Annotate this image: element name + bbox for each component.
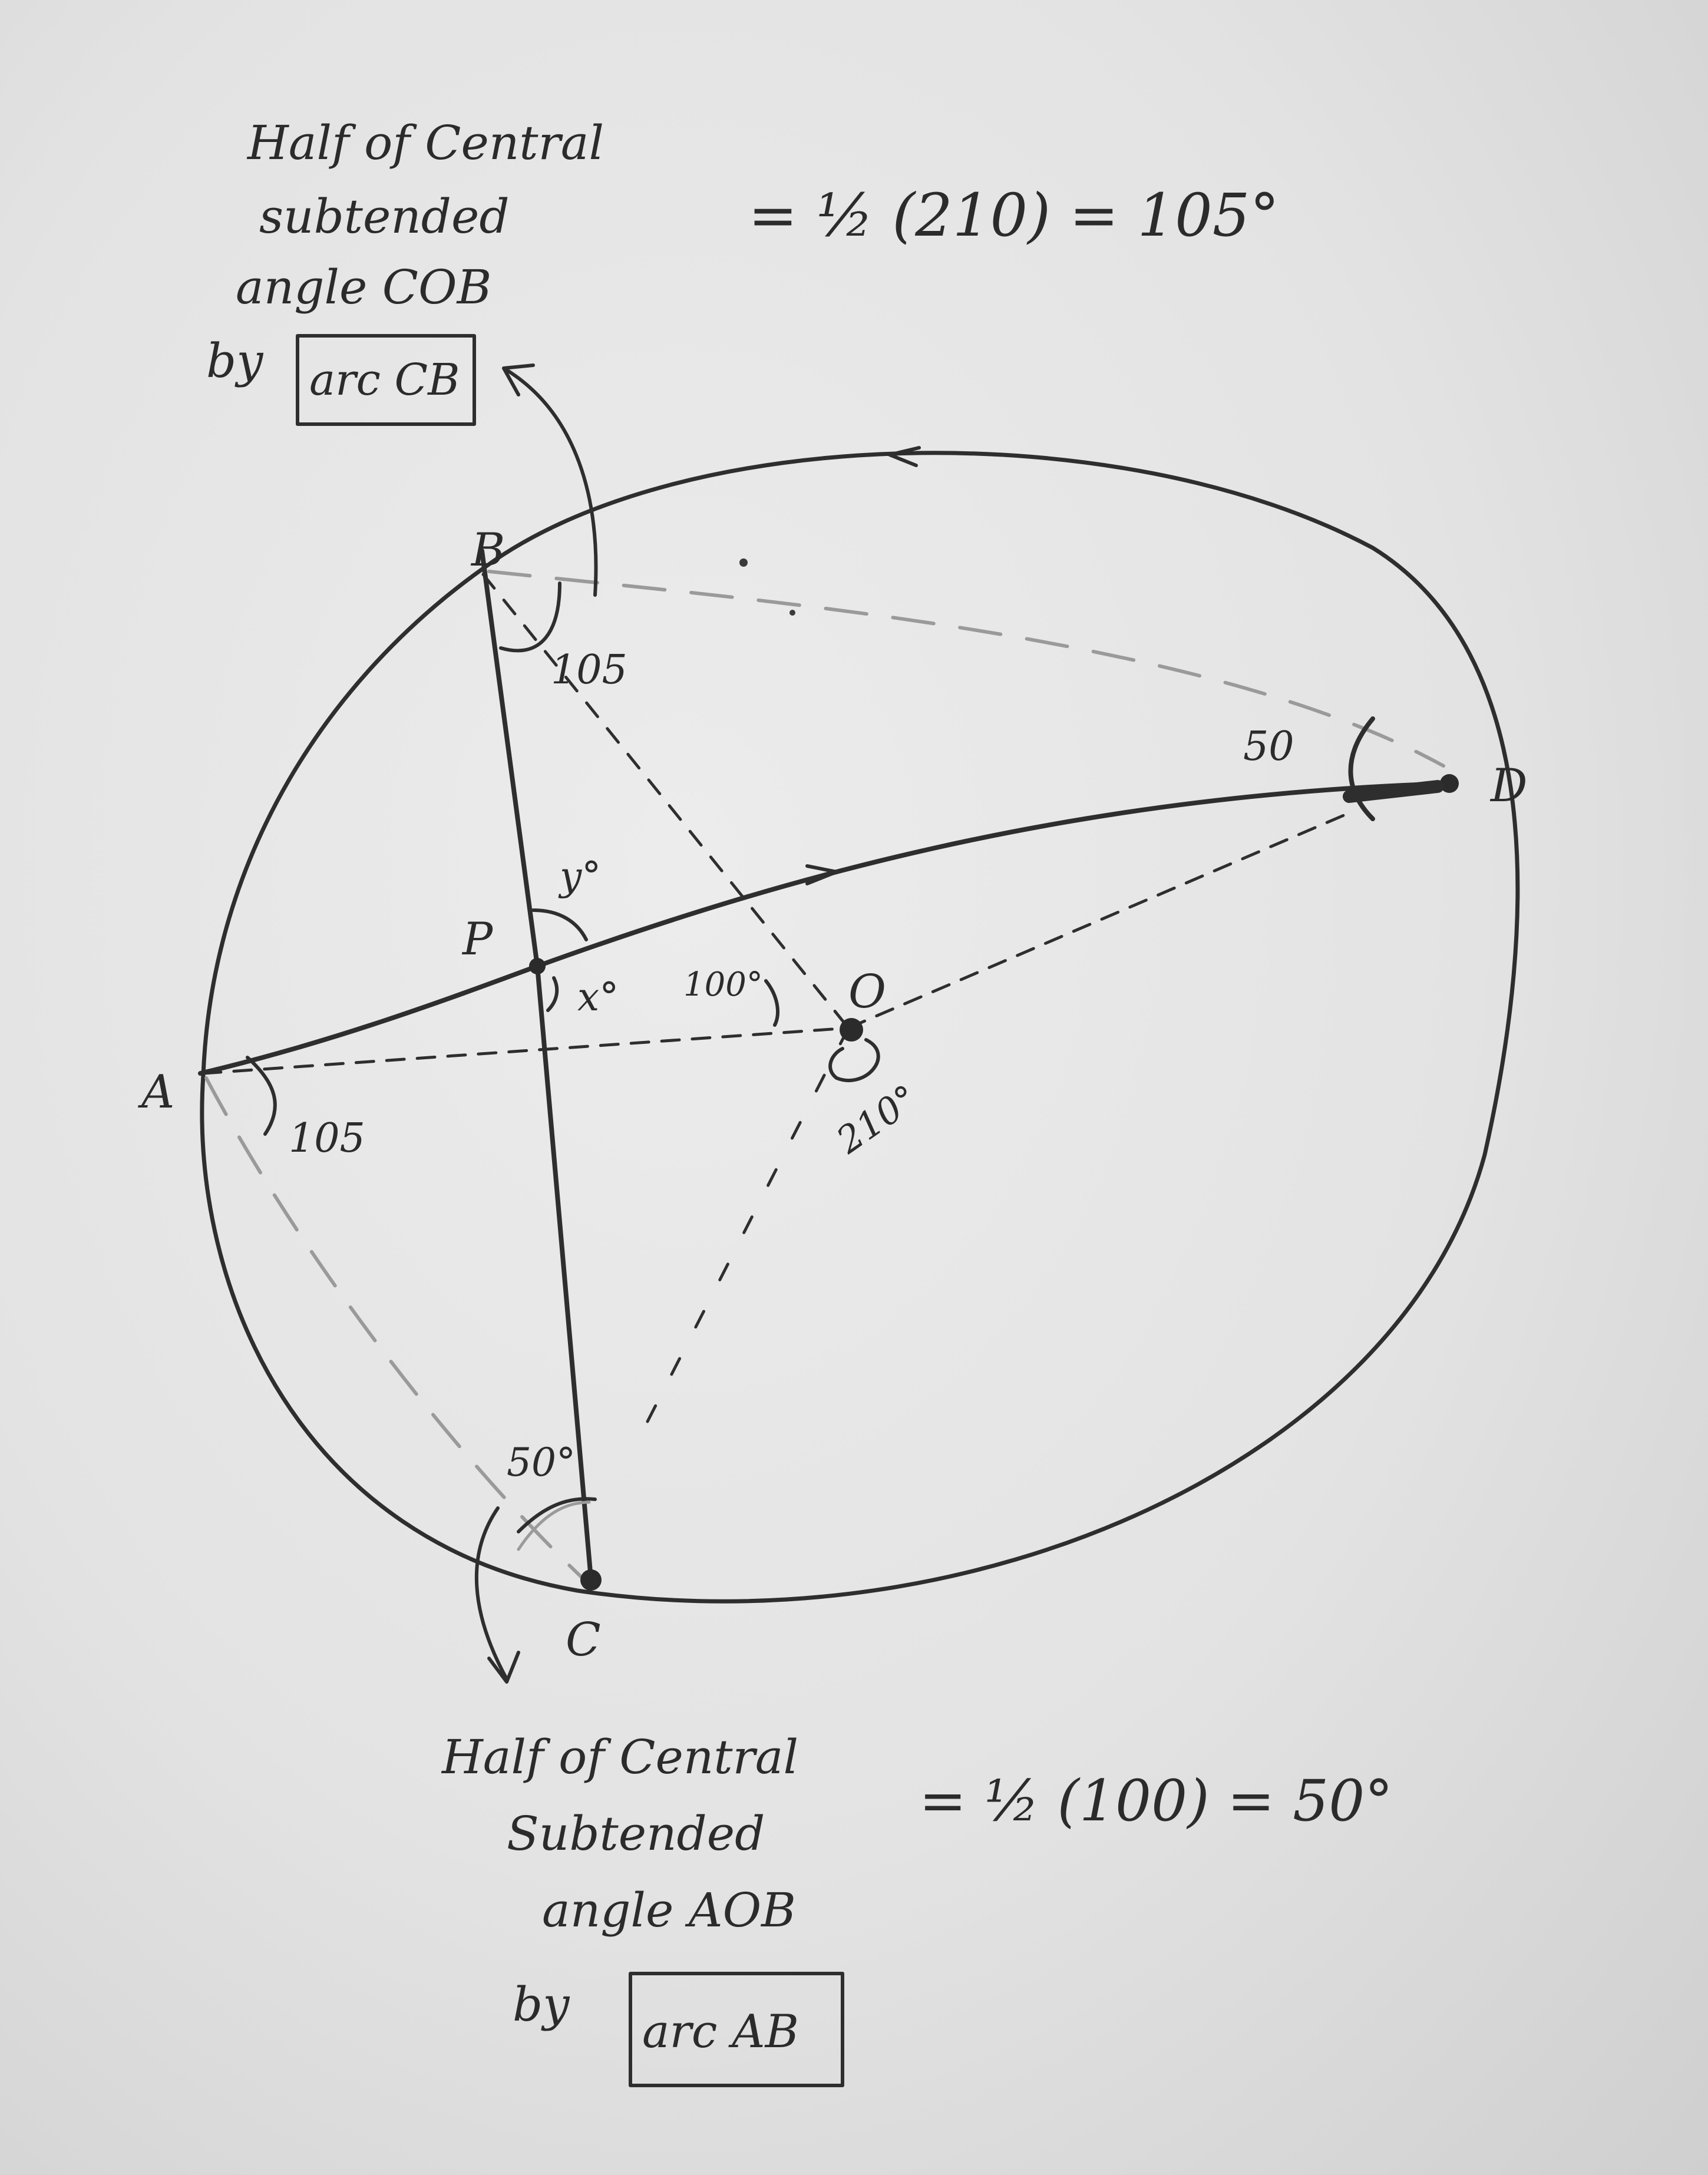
stray-dot-1 <box>739 558 748 567</box>
bottom-note-line-2: Subtended <box>507 1806 765 1861</box>
bottom-arrow-head <box>487 1651 520 1684</box>
top-note-line-3: angle COB <box>236 260 491 315</box>
point-p <box>529 958 546 974</box>
angle-arc-y <box>531 908 588 941</box>
bottom-note-line-4: by <box>513 1977 570 2032</box>
point-d <box>1440 774 1459 793</box>
label-c: C <box>566 1614 601 1667</box>
angle-arc-a <box>246 1056 277 1136</box>
circle <box>200 451 1520 1604</box>
bottom-note: Half of Central Subtended angle AOB by a… <box>441 1730 1393 2087</box>
angle-arc-aob <box>764 979 779 1027</box>
bottom-note-line-1: Half of Central <box>441 1730 798 1784</box>
top-note-equation: = ½ (210) = 105° <box>748 181 1279 250</box>
top-arrow <box>502 366 598 597</box>
dashed-bd <box>487 570 1445 768</box>
bottom-note-boxed: arc AB <box>642 2005 799 2058</box>
angle-label-d: 50 <box>1243 723 1294 770</box>
dashed-dc-hint <box>517 1500 591 1551</box>
angle-label-a: 105 <box>289 1115 365 1162</box>
top-note-box <box>296 334 476 426</box>
dashed-od <box>847 811 1351 1030</box>
angle-arc-d <box>1348 716 1375 821</box>
label-a: A <box>138 1066 174 1119</box>
top-note-boxed: arc CB <box>309 355 460 405</box>
angle-label-c: 50° <box>507 1440 576 1485</box>
chord-ad-arrow <box>805 864 838 885</box>
top-note: Half of Central subtended angle COB by a… <box>206 115 1279 426</box>
stray-dot-2 <box>789 610 795 616</box>
label-b: B <box>470 524 505 577</box>
label-o: O <box>848 966 886 1019</box>
angle-label-b: 105 <box>551 647 627 693</box>
dashed-ao <box>201 1026 850 1075</box>
top-note-line-4: by <box>206 333 264 388</box>
top-note-line-1: Half of Central <box>246 115 604 170</box>
bottom-note-box <box>629 1972 844 2087</box>
angle-arc-c <box>517 1497 597 1533</box>
label-p: P <box>461 913 494 965</box>
dashed-ac <box>204 1076 585 1581</box>
point-o <box>840 1018 863 1042</box>
angle-arc-x <box>546 976 559 1012</box>
chord-ad <box>198 781 1452 1076</box>
angle-label-y: y° <box>558 854 601 899</box>
angle-label-reflex: 210° <box>828 1076 926 1162</box>
label-d: D <box>1489 759 1528 812</box>
point-d-mark <box>1343 780 1444 803</box>
top-arrow-head <box>502 363 535 396</box>
bottom-note-line-3: angle AOB <box>542 1883 796 1938</box>
dashed-oc <box>632 1026 850 1451</box>
top-note-line-2: subtended <box>259 189 510 244</box>
bottom-arrow <box>474 1506 508 1681</box>
chord-bc <box>480 548 593 1581</box>
bottom-note-equation: = ½ (100) = 50° <box>919 1768 1393 1834</box>
angle-label-aob: 100° <box>683 966 763 1004</box>
angle-arc-b <box>499 581 561 653</box>
angle-label-x: x° <box>577 974 619 1020</box>
angle-arc-reflex <box>828 1038 880 1082</box>
circle-arrow-mark <box>888 446 921 467</box>
point-c <box>580 1569 602 1591</box>
